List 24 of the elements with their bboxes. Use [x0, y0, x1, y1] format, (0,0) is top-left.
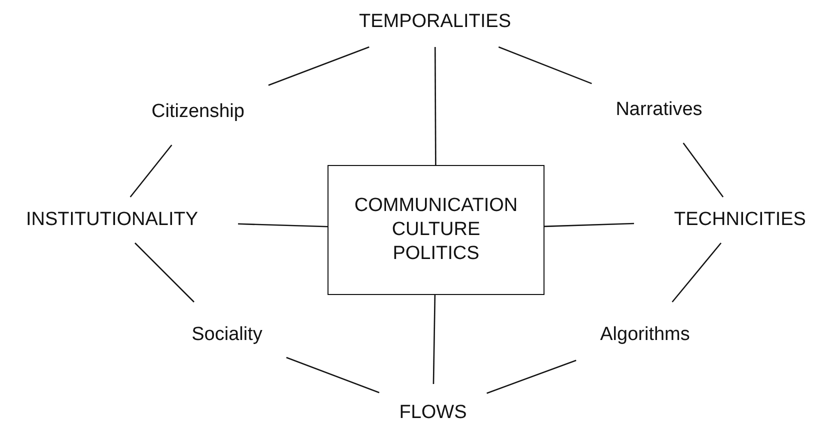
- connector-line: [286, 356, 380, 394]
- connector-line: [544, 222, 634, 228]
- concept-label: Sociality: [168, 302, 286, 368]
- connector-line: [432, 294, 436, 384]
- concept-label: FLOWS: [379, 384, 487, 432]
- connector-line: [134, 242, 194, 302]
- connector-line: [682, 142, 724, 198]
- connector-line: [130, 144, 172, 198]
- connector-line: [498, 46, 592, 84]
- concept-box: [328, 165, 544, 295]
- concept-label: INSTITUTIONALITY: [0, 197, 238, 243]
- connector-line: [238, 223, 328, 228]
- concept-label: Algorithms: [576, 302, 714, 368]
- connector-line: [268, 46, 370, 86]
- box-text: POLITICS: [392, 242, 480, 266]
- concept-label: Citizenship: [128, 79, 268, 145]
- box-text: CULTURE: [390, 218, 482, 242]
- box-text: COMMUNICATION: [353, 194, 519, 218]
- concept-label: Narratives: [592, 77, 726, 143]
- concept-label: TEMPORALITIES: [334, 0, 536, 47]
- concept-label: TECHNICITIES: [634, 197, 823, 243]
- connector-line: [672, 242, 722, 302]
- connector-line: [434, 47, 436, 165]
- connector-line: [486, 360, 576, 394]
